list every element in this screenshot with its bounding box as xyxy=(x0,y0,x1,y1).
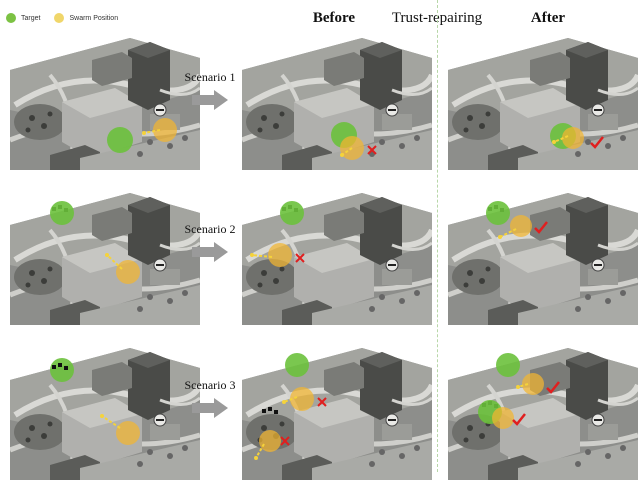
target-marker xyxy=(486,201,510,225)
map-left-scenario-3 xyxy=(10,340,200,480)
scenario-2-label: Scenario 2 xyxy=(172,222,248,262)
swarm-marker xyxy=(116,260,140,284)
map-after-scenario-1 xyxy=(448,30,638,170)
cross-icon xyxy=(295,253,305,263)
target-marker xyxy=(50,358,74,382)
target-marker xyxy=(285,353,309,377)
scenario-3-text: Scenario 3 xyxy=(184,378,236,392)
map-before-scenario-3 xyxy=(242,340,432,480)
map-after-scenario-3 xyxy=(448,340,638,480)
swarm-marker xyxy=(522,373,544,395)
scenario-3-label: Scenario 3 xyxy=(172,378,248,418)
target-dot-icon xyxy=(6,13,16,23)
map-left-scenario-2 xyxy=(10,185,200,325)
trajectory-arrow xyxy=(101,415,121,429)
check-icon xyxy=(512,413,526,426)
check-icon xyxy=(590,136,604,149)
map-before-scenario-1 xyxy=(242,30,432,170)
trajectory-arrow xyxy=(553,135,569,143)
trajectory-arrow xyxy=(143,129,161,134)
swarm-marker xyxy=(259,430,281,452)
arrow-right-icon xyxy=(192,90,228,110)
arrow-right-icon xyxy=(192,242,228,262)
trajectory-arrow xyxy=(255,443,265,459)
swarm-marker xyxy=(562,127,584,149)
trajectory-arrow xyxy=(499,228,517,238)
target-marker xyxy=(107,127,133,153)
swarm-marker xyxy=(268,243,292,267)
trajectory-arrow xyxy=(517,383,529,388)
trajectory-arrow xyxy=(341,147,353,156)
divider-line xyxy=(437,0,438,472)
header-after: After xyxy=(530,10,566,26)
target-marker xyxy=(496,353,520,377)
cross-icon xyxy=(317,397,327,407)
trajectory-arrow xyxy=(251,254,273,258)
cross-icon xyxy=(280,436,290,446)
swarm-marker xyxy=(290,387,314,411)
swarm-marker xyxy=(153,118,177,142)
map-before-scenario-2 xyxy=(242,185,432,325)
map-after-scenario-2 xyxy=(448,185,638,325)
map-left-scenario-1 xyxy=(10,30,200,170)
legend-swarm: Swarm Position xyxy=(54,13,118,23)
check-icon xyxy=(546,381,560,394)
check-icon xyxy=(534,221,548,234)
legend-target: Target xyxy=(6,13,40,23)
target-marker xyxy=(50,201,74,225)
people-marker xyxy=(52,363,68,370)
arrow-right-icon xyxy=(192,398,228,418)
swarm-marker xyxy=(492,407,514,429)
swarm-dot-icon xyxy=(54,13,65,23)
legend-swarm-label: Swarm Position xyxy=(69,14,119,22)
trajectory-arrow xyxy=(283,396,298,403)
people-marker xyxy=(262,407,278,414)
legend: Target Swarm Position xyxy=(6,8,132,28)
scenario-1-text: Scenario 1 xyxy=(184,70,236,84)
swarm-marker xyxy=(116,421,140,445)
target-marker xyxy=(280,201,304,225)
swarm-marker xyxy=(510,215,532,237)
cross-icon xyxy=(367,145,377,155)
trajectory-arrow xyxy=(106,254,123,270)
scenario-1-label: Scenario 1 xyxy=(172,70,248,110)
header-before: Before xyxy=(312,10,356,26)
legend-target-label: Target xyxy=(21,14,41,22)
scenario-2-text: Scenario 2 xyxy=(184,222,236,236)
